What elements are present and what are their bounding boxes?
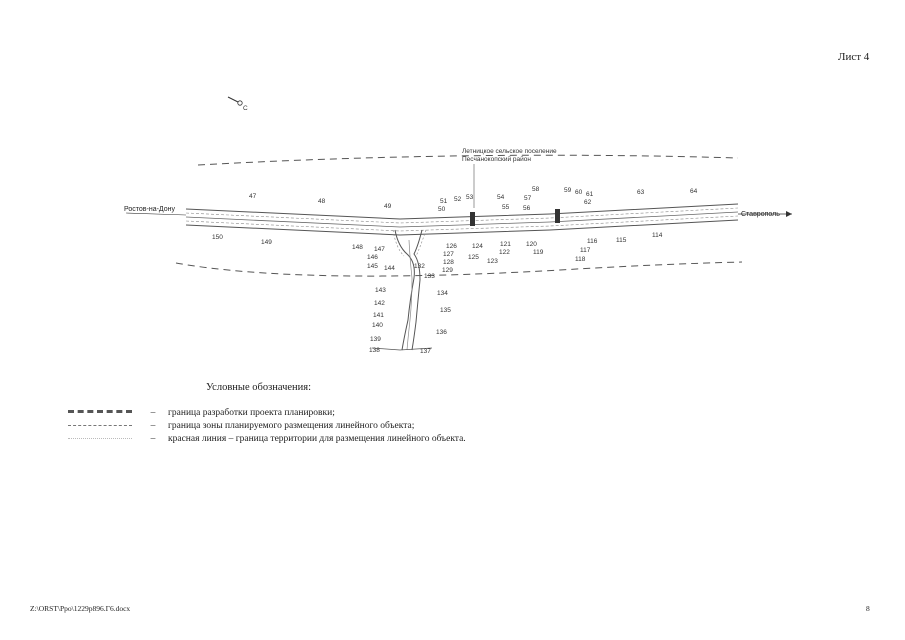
point-number: 52 — [454, 196, 462, 203]
legend-swatch-thin-dashed — [68, 424, 132, 432]
point-number: 149 — [261, 239, 272, 246]
point-number: 51 — [440, 198, 448, 205]
branch-road-end — [371, 347, 433, 351]
point-number: 53 — [466, 194, 474, 201]
point-number: 55 — [502, 204, 510, 211]
road-crossing-2 — [555, 209, 560, 223]
legend-item-zone-boundary: – граница зоны планируемого размещения л… — [68, 420, 414, 432]
point-number: 141 — [373, 312, 384, 319]
point-number: 57 — [524, 195, 532, 202]
point-number: 133 — [424, 273, 435, 280]
point-number: 49 — [384, 203, 392, 210]
point-number: 58 — [532, 186, 540, 193]
point-number: 135 — [440, 307, 451, 314]
main-road — [185, 203, 792, 236]
legend-item-planning-boundary: – граница разработки проекта планировки; — [68, 407, 335, 419]
point-number: 125 — [468, 254, 479, 261]
point-number: 63 — [637, 189, 645, 196]
legend-text: граница зоны планируемого размещения лин… — [168, 421, 415, 431]
legend-swatch-dotted — [68, 437, 132, 445]
planning-boundary-north — [197, 154, 739, 166]
point-number: 118 — [575, 256, 586, 263]
point-number: 119 — [533, 249, 544, 256]
point-number: 139 — [370, 336, 381, 343]
point-number: 146 — [367, 254, 378, 261]
file-path: Z:\ORST\Ppo\1229p896.Г6.docx — [30, 604, 131, 613]
point-number: 47 — [249, 193, 257, 200]
settlement-name: Летницкое сельское поселение — [462, 148, 557, 155]
point-number: 138 — [369, 347, 380, 354]
district-name: Песчанокопский район — [462, 155, 531, 163]
branch-road — [392, 229, 427, 351]
point-number: 148 — [352, 244, 363, 251]
legend-swatch-thick-dashed — [68, 409, 132, 419]
point-number: 126 — [446, 243, 457, 250]
point-number: 137 — [420, 348, 431, 355]
city-label-east: Ставрополь — [741, 211, 780, 218]
point-number: 142 — [374, 300, 385, 307]
point-number: 128 — [443, 259, 454, 266]
legend-text: красная линия – граница территории для р… — [168, 434, 466, 444]
point-number: 60 — [575, 189, 583, 196]
point-number: 145 — [367, 263, 378, 270]
legend-title: Условные обозначения: — [206, 382, 312, 393]
point-number: 116 — [587, 238, 598, 245]
point-number: 114 — [652, 232, 663, 239]
north-arrow-icon — [227, 96, 243, 106]
point-number: 62 — [584, 199, 592, 206]
road-crossing-1 — [470, 212, 475, 226]
point-number: 150 — [212, 234, 223, 241]
point-number: 120 — [526, 241, 537, 248]
point-number: 132 — [414, 263, 425, 270]
point-number: 59 — [564, 187, 572, 194]
point-number: 48 — [318, 198, 326, 205]
point-number: 123 — [487, 258, 498, 265]
point-number: 136 — [436, 329, 447, 336]
point-number: 121 — [500, 241, 511, 248]
point-labels: 47 48 49 50 51 52 53 54 55 56 57 58 59 6… — [212, 186, 698, 355]
planning-boundary-south — [175, 261, 743, 277]
point-number: 64 — [690, 188, 698, 195]
legend-text: граница разработки проекта планировки; — [168, 408, 335, 418]
point-number: 147 — [374, 246, 385, 253]
point-number: 115 — [616, 237, 627, 244]
north-arrow-label: С — [243, 105, 248, 112]
city-label-west: Ростов-на-Дону — [124, 206, 175, 213]
point-number: 140 — [372, 322, 383, 329]
point-number: 144 — [384, 265, 395, 272]
point-number: 124 — [472, 243, 483, 250]
page-number: 8 — [866, 604, 870, 613]
point-number: 50 — [438, 206, 446, 213]
point-number: 61 — [586, 191, 594, 198]
legend-item-red-line: – красная линия – граница территории для… — [68, 433, 466, 445]
point-number: 117 — [580, 247, 591, 254]
point-number: 143 — [375, 287, 386, 294]
point-number: 56 — [523, 205, 531, 212]
point-number: 54 — [497, 194, 505, 201]
point-number: 122 — [499, 249, 510, 256]
point-number: 129 — [442, 267, 453, 274]
point-number: 134 — [437, 290, 448, 297]
point-number: 127 — [443, 251, 454, 258]
sheet-label: Лист 4 — [838, 51, 870, 63]
